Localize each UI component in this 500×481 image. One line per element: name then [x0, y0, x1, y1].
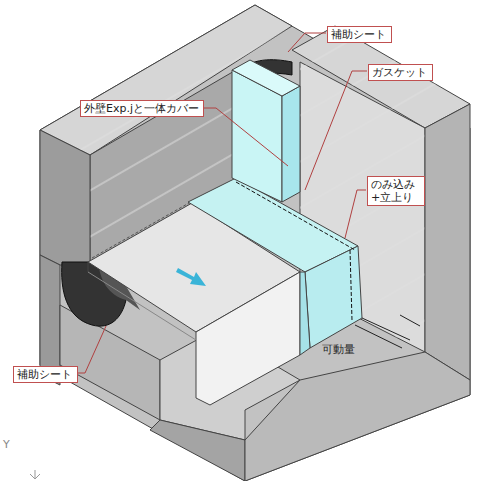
axis-label: Y [3, 438, 10, 451]
callout-text: ガスケット [372, 66, 429, 79]
callout-text: 補助シート [17, 368, 74, 381]
callout-text: のみ込み +立上り [371, 178, 421, 204]
callout-box: 外壁Exp.jと一体カバー [80, 100, 204, 117]
callout-box: 補助シート [327, 26, 392, 43]
dimension-label: 可動量 [322, 343, 355, 356]
callout-text: 外壁Exp.jと一体カバー [84, 102, 200, 115]
callout-box: ガスケット [368, 64, 433, 81]
callout-box: のみ込み +立上り [367, 176, 425, 206]
callout-box: 補助シート [13, 366, 78, 383]
callout-text: 補助シート [331, 28, 388, 41]
